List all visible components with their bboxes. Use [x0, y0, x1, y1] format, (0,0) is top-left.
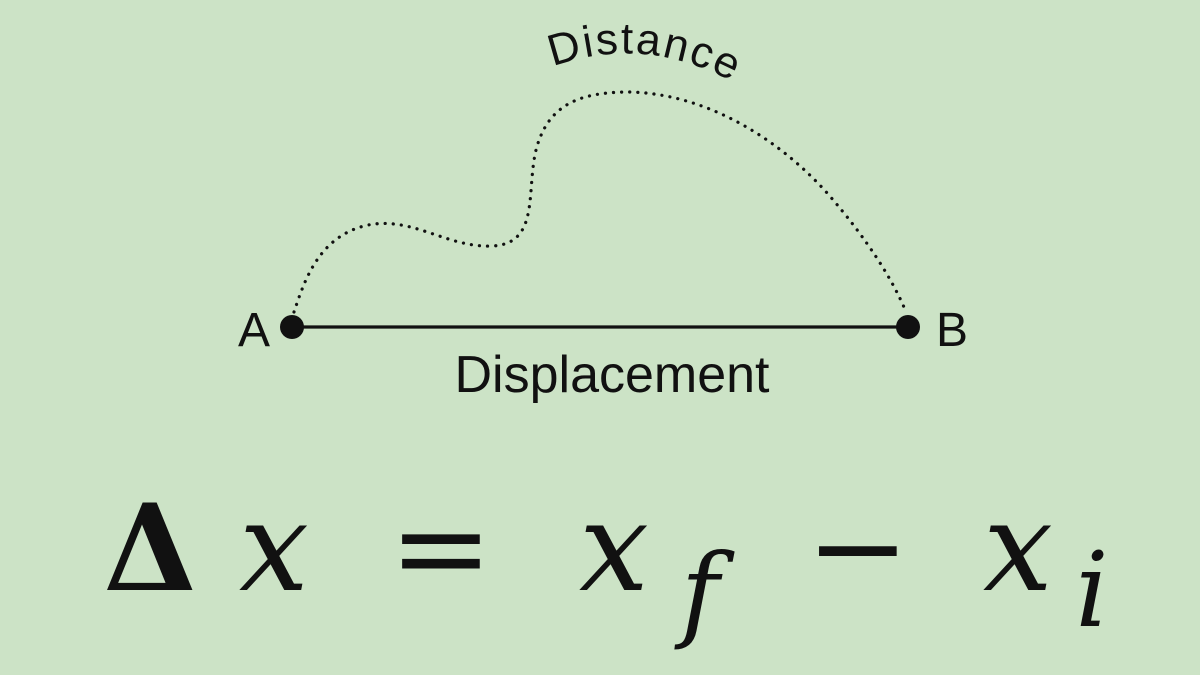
equation-delta: Δ	[103, 478, 196, 619]
point-b-dot	[896, 315, 920, 339]
point-b-label: B	[936, 304, 968, 357]
equation-minus-sign: −	[806, 476, 910, 620]
equation-equals-sign: =	[389, 476, 493, 620]
point-a-label: A	[238, 304, 270, 357]
equation-lhs-variable: x	[239, 476, 309, 620]
equation-final-variable: x	[579, 476, 649, 620]
equation-initial-variable: x	[983, 476, 1053, 620]
equation-initial-subscript: i	[1075, 529, 1108, 651]
point-a-dot	[280, 315, 304, 339]
displacement-label: Displacement	[454, 346, 770, 404]
